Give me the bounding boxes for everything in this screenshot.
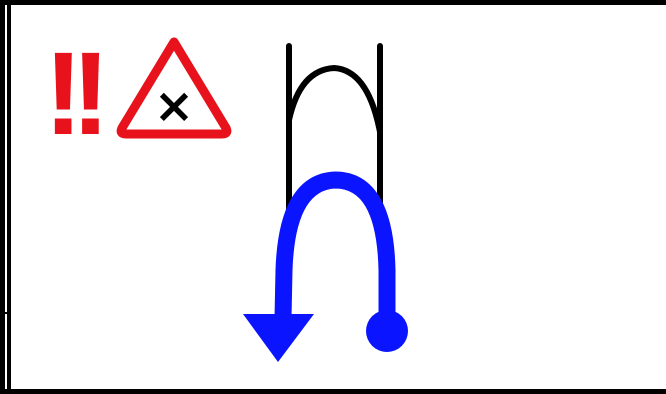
u-turn-arrow-icon xyxy=(243,180,408,362)
double-exclamation-icon: !! xyxy=(44,28,100,160)
hazard-x-symbol: × xyxy=(154,78,194,134)
crossroads-warning-triangle-icon: × xyxy=(121,42,227,134)
